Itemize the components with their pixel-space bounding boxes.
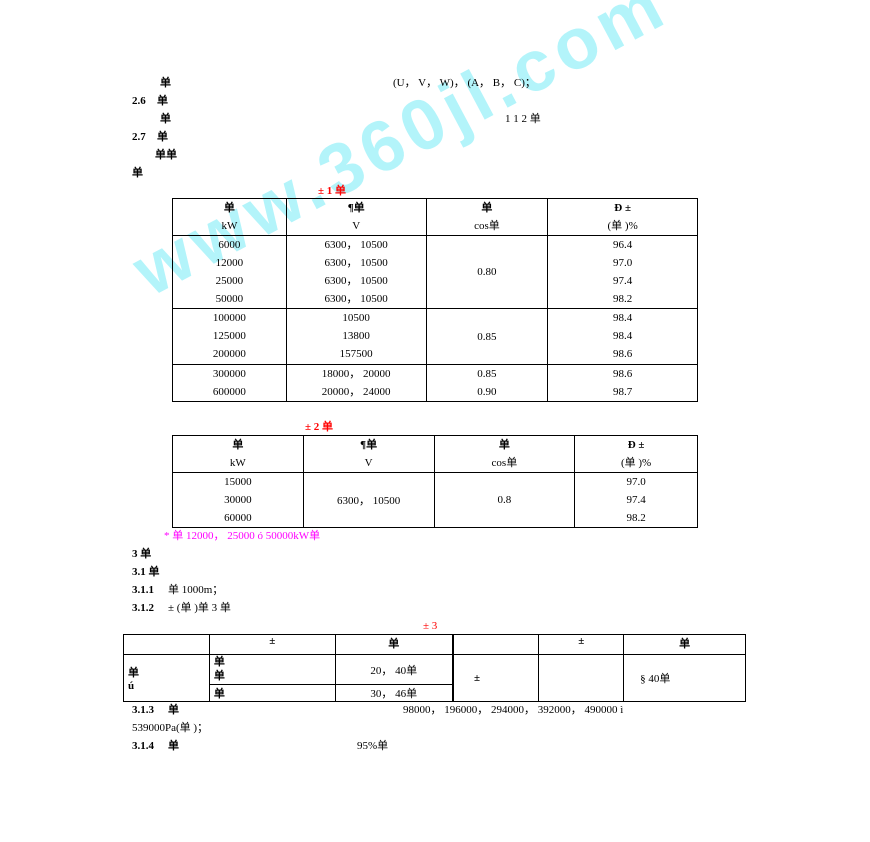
line3-right: 1 1 2 单	[505, 113, 541, 125]
table3: ± 单 ± 单 单 ú 单 单 20， 40单 ± § 40单 单 30， 46…	[123, 634, 746, 702]
section-3-1-2-text: ± (单 )单 3 单	[168, 602, 231, 614]
section-2-7-number: 2.7	[132, 131, 146, 143]
line1-right: (U， V， W)， (A， B， C)；	[393, 77, 536, 89]
table-note: * 单 12000， 25000 ó 50000kW单	[164, 530, 321, 542]
table2-caption: ± 2 单	[305, 421, 334, 433]
line3-left: 单	[160, 113, 171, 125]
table3-row-2: 单 30， 46单	[124, 684, 746, 702]
table1-caption: ± 1 单	[318, 185, 347, 197]
table3-header-row: ± 单 ± 单	[123, 634, 746, 655]
section-2-6-text: 单	[157, 95, 168, 107]
section-3-1-3-line2: 539000Pa(单 )；	[132, 722, 209, 734]
section-3-1-4-value: 95%单	[357, 740, 389, 752]
table3-caption: ± 3	[423, 620, 438, 632]
line6: 单	[132, 167, 143, 179]
section-2-6-number: 2.6	[132, 95, 146, 107]
section-3-1-3-number: 3.1.3	[132, 704, 154, 716]
table1-header-eff: Ð ±(单 )%	[547, 198, 698, 236]
section-3-1-4-number: 3.1.4	[132, 740, 154, 752]
section-3-1-3-text: 单	[168, 704, 179, 716]
section-3-1-3-values: 98000， 196000， 294000， 392000， 490000 ì	[403, 704, 624, 716]
line1-left: 单	[160, 77, 171, 89]
line5: 单单	[155, 149, 177, 161]
section-2-7-text: 单	[157, 131, 168, 143]
table3-row-1: 单 ú 单 单 20， 40单 ± § 40单	[123, 654, 746, 702]
section-3-1-1-number: 3.1.1	[132, 584, 154, 596]
section-3-1-1-text: 单 1000m；	[168, 584, 224, 596]
section-3-1-2-number: 3.1.2	[132, 602, 154, 614]
section-3-1-4-text: 单	[168, 740, 179, 752]
section-3: 3 单	[132, 548, 152, 560]
section-3-1: 3.1 单	[132, 566, 160, 578]
